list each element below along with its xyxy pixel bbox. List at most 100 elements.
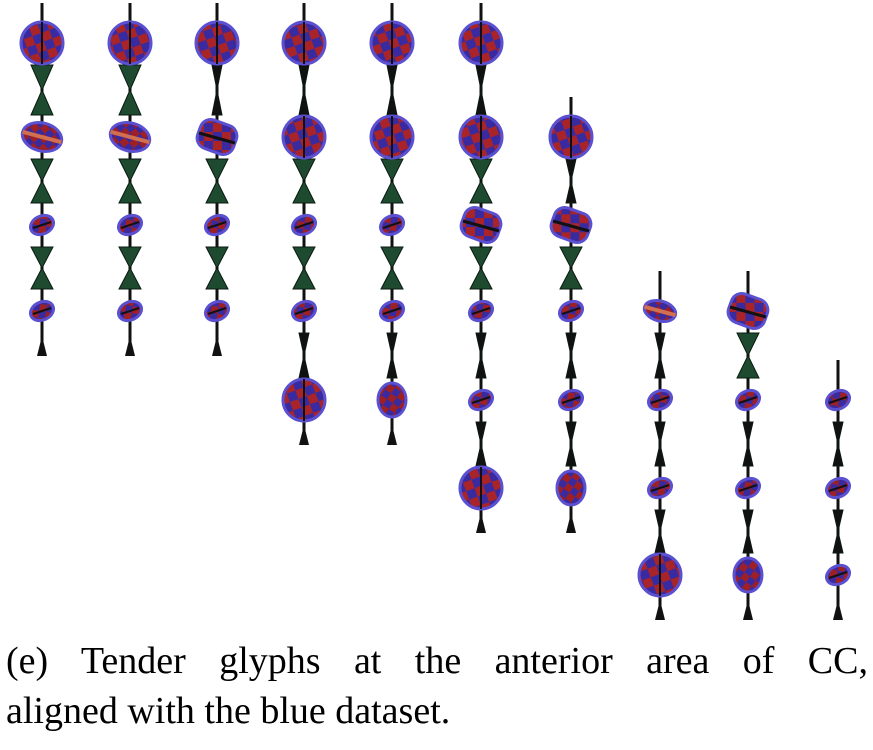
tensor-glyph [642,298,678,324]
connector-cone [386,355,398,379]
glyph-grid [19,3,852,620]
tensor-glyph [378,213,406,237]
tensor-glyph [194,20,240,66]
glyph-seam [294,221,314,229]
connector-cone [118,246,142,270]
connector-cone [469,158,493,183]
connector-cone [386,64,398,91]
connector-cone [476,513,486,533]
connector-cone [380,179,404,204]
connector-cone [30,246,54,270]
connector-cone [736,332,760,357]
connector-cone [118,179,142,204]
glyph-seam [382,307,402,315]
connector-cone [833,600,843,620]
connector-cone [559,246,583,270]
glyph-seam [207,307,227,315]
caption-line-1: (e) Tender glyphs at the anterior area o… [6,640,868,682]
glyph-sphere [732,556,764,594]
glyph-seam [382,221,402,229]
connector-cone [118,266,142,290]
glyph-seam [738,396,758,404]
glyph-seam [207,221,227,229]
connector-cone [469,246,493,270]
connector-cone [832,509,844,532]
tensor-glyph [732,556,764,594]
connector-cone [298,355,310,379]
connector-cone [205,179,229,204]
connector-cone [298,89,310,116]
glyph-seam [828,571,848,579]
connector-cone [475,332,487,356]
connector-cone [292,266,316,290]
connector-cone [298,332,310,356]
connector-cone [743,600,753,620]
connector-cone [832,421,844,445]
tensor-glyph [369,20,415,66]
connector-cone [742,509,754,532]
connector-cone [205,266,229,290]
tensor-glyph [557,388,585,412]
glyph-seam [120,221,140,229]
tensor-glyph [203,299,231,323]
connector-cone [469,179,493,204]
connector-cone [30,179,54,204]
connector-cone [475,443,487,467]
glyph-seam [471,307,491,315]
glyph-band [644,304,676,318]
connector-cone [212,336,222,356]
connector-cone [475,64,487,91]
connector-cone [205,158,229,183]
glyph-seam [198,131,236,145]
connector-cone [654,421,666,445]
tensor-glyph [369,114,415,160]
connector-cone [565,443,577,467]
connector-cone [292,246,316,270]
connector-cone [654,332,666,356]
connector-cone [30,158,54,183]
glyph-sphere [376,381,408,419]
connector-cone [655,600,665,620]
connector-cone [654,531,666,554]
tensor-glyph [824,476,852,500]
connector-cone [469,266,493,290]
connector-cone [742,421,754,445]
glyph-seam [471,396,491,404]
tensor-glyph [637,552,683,598]
connector-cone [386,332,398,356]
tensor-glyph [116,213,144,237]
connector-cone [30,64,54,92]
connector-cone [380,158,404,183]
glyph-band [110,129,150,145]
tensor-glyph [108,121,152,153]
connector-cone [118,88,142,116]
connector-cone [565,180,577,204]
connector-cone [380,246,404,270]
tensor-glyph [281,20,327,66]
glyph-seam [650,396,670,404]
tensor-glyph [376,381,408,419]
connector-cone [380,266,404,290]
tensor-glyph [824,388,852,412]
tensor-glyph [281,377,327,423]
glyph-seam [650,484,670,492]
tensor-glyph [549,206,593,244]
connector-cone [654,443,666,467]
glyph-seam [32,221,52,229]
tensor-glyph [28,213,56,237]
connector-cone [125,336,135,356]
connector-cone [832,443,844,467]
glyph-seam [552,219,590,233]
glyph-seam [738,484,758,492]
tensor-glyph [458,114,504,160]
glyph-seam [32,307,52,315]
tensor-glyph [290,213,318,237]
connector-cone [742,443,754,467]
tensor-glyph [824,563,852,587]
connector-cone [742,531,754,554]
tensor-glyph [734,476,762,500]
tensor-glyph [116,299,144,323]
tensor-glyph [19,20,65,66]
connector-cone [475,421,487,445]
glyph-seam [294,307,314,315]
